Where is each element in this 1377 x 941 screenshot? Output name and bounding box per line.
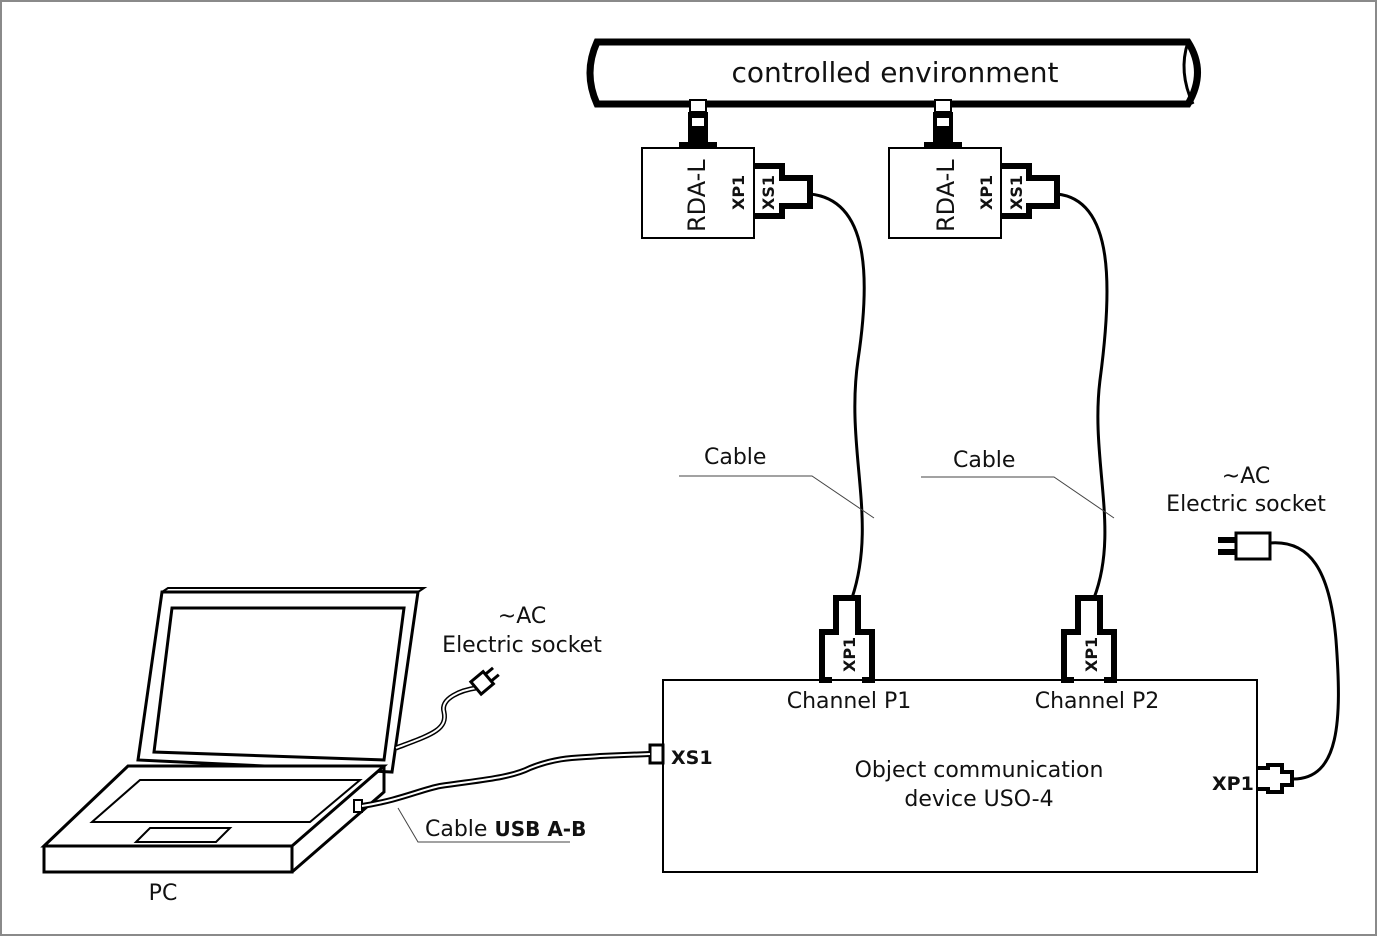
power-plug-icon <box>1257 763 1294 794</box>
cable-1-line <box>809 192 866 599</box>
sensor-name: RDA-L <box>932 159 960 232</box>
sensor-mount-icon <box>924 99 962 148</box>
sensor-1: RDA-L XP1 XS1 <box>641 99 813 239</box>
device-name-line1: Object communication <box>855 758 1104 783</box>
environment-pipe: controlled environment <box>586 38 1201 108</box>
cable-2-label: Cable <box>953 448 1015 473</box>
sensor-connector-icon <box>1001 163 1060 219</box>
device-power-label: XP1 <box>1212 773 1254 795</box>
sensor-body <box>641 147 755 239</box>
device-name-line2: device USO-4 <box>904 787 1053 812</box>
pc-laptop-icon <box>40 587 428 874</box>
sensor-socket-label: XS1 <box>1007 175 1026 210</box>
device-power-ac-label: ~AC <box>1222 464 1270 489</box>
sensor-plug-label: XP1 <box>977 175 996 210</box>
channel-connector-icon <box>1061 595 1117 683</box>
sensor-body <box>888 147 1002 239</box>
usb-cable-leader <box>397 807 570 843</box>
device-power-cable <box>1269 541 1340 781</box>
sensor-2: RDA-L XP1 XS1 <box>888 99 1060 239</box>
cable-2-line <box>1056 192 1109 599</box>
cable-1-label: Cable <box>704 445 766 470</box>
environment-label: controlled environment <box>731 56 1058 89</box>
device-power-socket-label: Electric socket <box>1166 492 1326 517</box>
sensor-mount-icon <box>679 99 717 148</box>
pc-label: PC <box>149 881 178 906</box>
channel-p1-label: Channel P1 <box>787 689 912 714</box>
sensor-name: RDA-L <box>683 159 711 232</box>
sensor-plug-label: XP1 <box>729 175 748 210</box>
channel-connector-label: XP1 <box>1082 637 1101 672</box>
cable-2-leader <box>921 476 1115 519</box>
channel-p2-label: Channel P2 <box>1035 689 1160 714</box>
sensor-connector-icon <box>754 163 813 219</box>
pc-power-plug-icon <box>468 666 500 697</box>
pc-power-socket-label: Electric socket <box>442 633 602 658</box>
channel-connector-label: XP1 <box>840 637 859 672</box>
device-uso4: XP1 Channel P1 XP1 Channel P2 Object com… <box>648 595 1294 873</box>
device-power-plug-icon <box>1218 531 1272 561</box>
sensor-socket-label: XS1 <box>759 175 778 210</box>
pc-power-ac-label: ~AC <box>498 604 546 629</box>
device-input-label: XS1 <box>671 747 713 769</box>
device-body <box>662 679 1258 873</box>
cable-1-leader <box>679 475 875 519</box>
channel-connector-icon <box>819 595 875 683</box>
usb-socket-icon <box>648 743 665 765</box>
